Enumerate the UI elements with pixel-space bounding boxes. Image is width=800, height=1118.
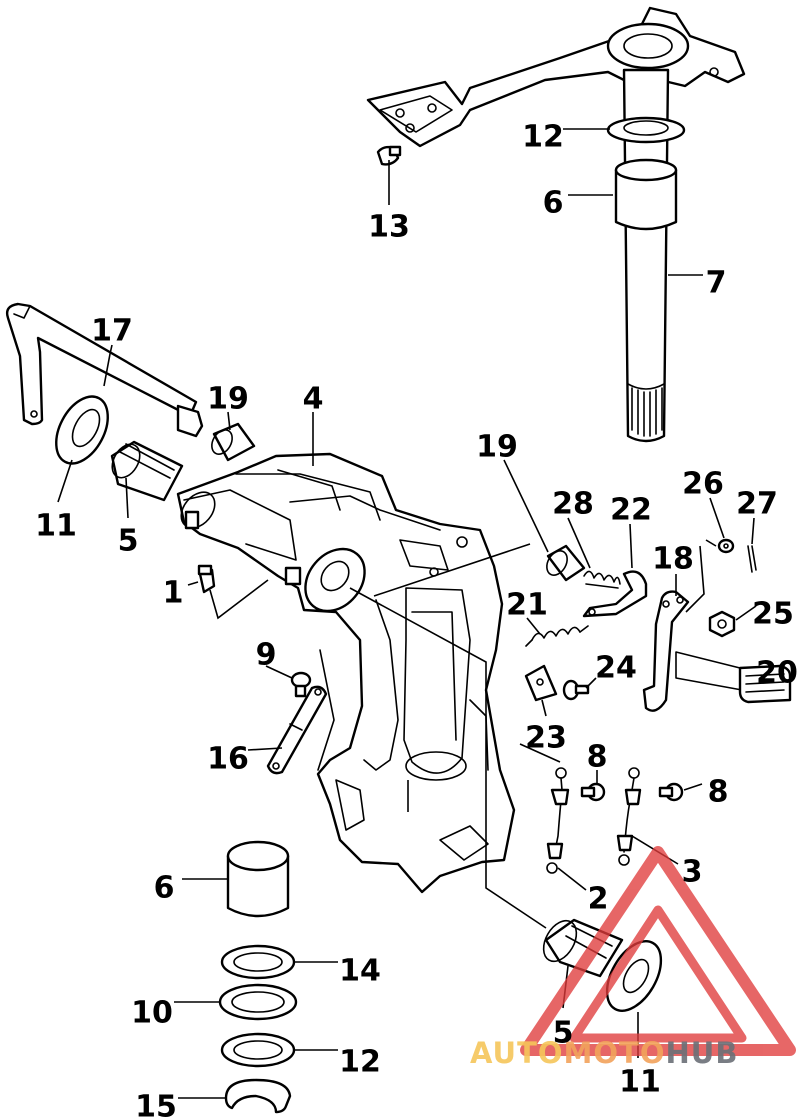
callout-22: 22: [610, 493, 652, 528]
callout-12: 12: [522, 120, 564, 155]
callout-3: 3: [682, 855, 703, 890]
callout-23: 23: [525, 721, 567, 756]
lever-22: [582, 570, 648, 618]
callout-6: 6: [543, 186, 564, 221]
grease-fitting-1: [197, 564, 216, 594]
steering-arm: [366, 6, 746, 148]
watermark-text-hub: HUB: [666, 1036, 739, 1070]
bushing-6-lower: [226, 840, 290, 918]
bushing-5-upper: [110, 440, 184, 502]
callout-8: 8: [708, 775, 729, 810]
watermark-text-auto: AUTO: [470, 1036, 564, 1070]
callout-19: 19: [476, 430, 518, 465]
callout-12: 12: [339, 1045, 381, 1080]
callout-24: 24: [595, 651, 637, 686]
callout-5: 5: [553, 1016, 574, 1051]
callout-26: 26: [682, 467, 724, 502]
callout-1: 1: [163, 576, 184, 611]
washer-14: [220, 944, 296, 980]
washer-10: [218, 983, 298, 1021]
bolt-8-left: [580, 782, 606, 802]
tilt-tube-17: [5, 302, 204, 438]
watermark-logo: [520, 846, 796, 1056]
swivel-bracket-4: [176, 452, 516, 894]
callout-16: 16: [207, 742, 249, 777]
shaft-bushing-6: [614, 158, 678, 231]
callout-2: 2: [588, 882, 609, 917]
callout-14: 14: [339, 954, 381, 989]
callout-11: 11: [619, 1065, 661, 1100]
bushing-19-lower: [546, 544, 586, 582]
snap-ring-15: [224, 1078, 292, 1114]
callout-7: 7: [706, 266, 727, 301]
callout-27: 27: [736, 487, 778, 522]
cotter-pin-27: [747, 545, 757, 573]
bolt-13: [376, 145, 402, 166]
screw-24: [562, 679, 590, 701]
watermark-text: AUTOMOTOHUB: [470, 1036, 738, 1070]
callout-5: 5: [118, 524, 139, 559]
bolt-9: [290, 671, 312, 698]
washer-12-lower: [220, 1032, 296, 1068]
bracket-16: [266, 685, 328, 775]
callout-9: 9: [256, 638, 277, 673]
washer-11-lower: [605, 940, 663, 1012]
washer-26: [717, 538, 735, 554]
tilt-lever-18: [642, 590, 743, 712]
clip-23: [524, 664, 558, 702]
callout-15: 15: [135, 1090, 177, 1118]
callout-6: 6: [154, 871, 175, 906]
callout-21: 21: [506, 588, 548, 623]
washer-11-upper: [55, 395, 109, 465]
watermark-text-moto: MOTO: [564, 1036, 666, 1070]
callout-17: 17: [91, 314, 133, 349]
bolt-8-right: [658, 782, 684, 802]
spring-28: [583, 570, 621, 589]
callout-25: 25: [752, 597, 794, 632]
ground-wire-2: [546, 767, 570, 874]
shaft-washer-12: [606, 116, 686, 144]
callout-19: 19: [207, 382, 249, 417]
watermark-triangle-inner: [569, 905, 747, 1043]
callout-11: 11: [35, 509, 77, 544]
watermark-triangle-outer: [520, 846, 796, 1056]
grip-20: [738, 664, 792, 704]
callout-18: 18: [652, 542, 694, 577]
callout-20: 20: [756, 656, 798, 691]
callout-13: 13: [368, 210, 410, 245]
nut-25: [708, 610, 736, 638]
callout-28: 28: [552, 487, 594, 522]
callout-10: 10: [131, 996, 173, 1031]
bushing-19-upper: [211, 422, 256, 462]
spring-21: [525, 625, 589, 647]
ground-wire-3: [616, 767, 642, 866]
callout-8: 8: [587, 740, 608, 775]
callout-4: 4: [303, 382, 324, 417]
